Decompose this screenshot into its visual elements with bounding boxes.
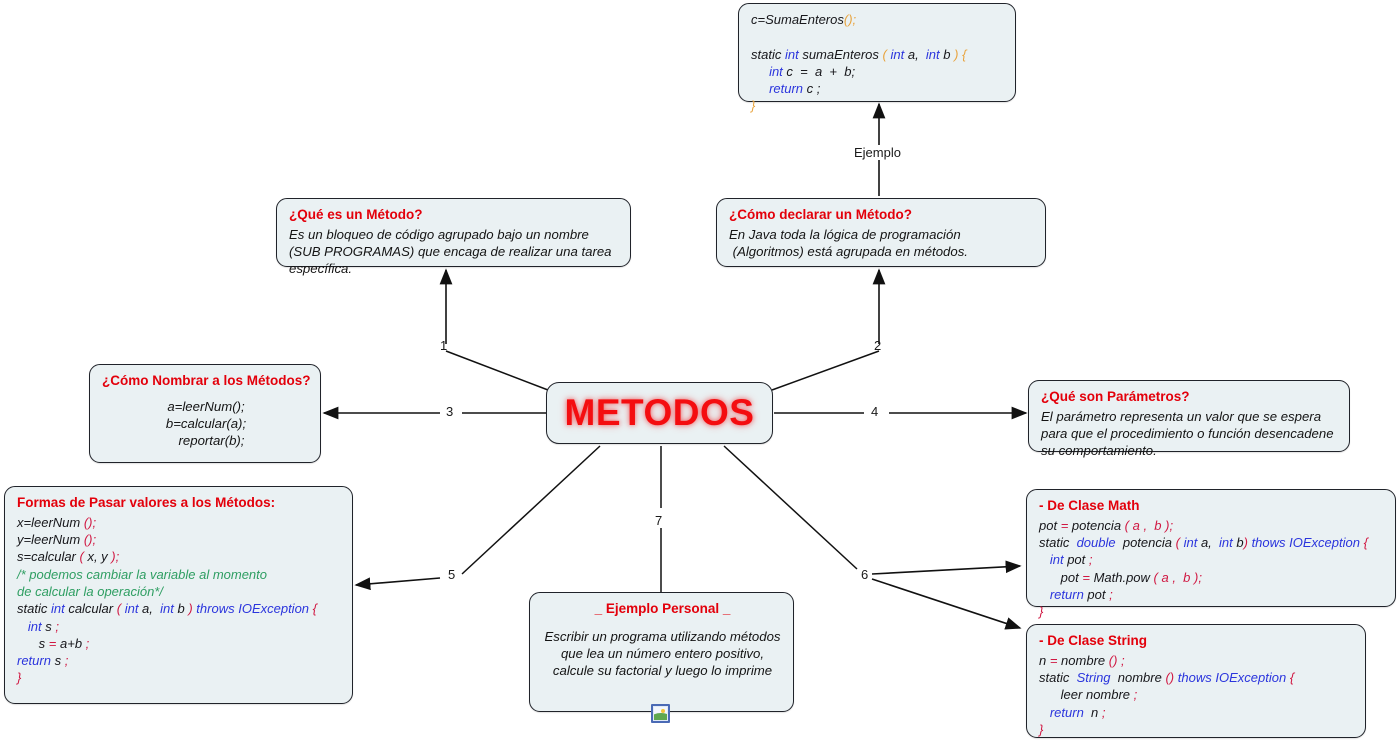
node-body: Es un bloqueo de código agrupado bajo un… xyxy=(289,226,612,277)
node-ejemplo-personal[interactable]: _ Ejemplo Personal _ Escribir un program… xyxy=(529,592,794,712)
node-title: ¿Qué son Parámetros? xyxy=(1041,389,1190,404)
edge-label-2: 2 xyxy=(874,338,882,353)
node-de-clase-math[interactable]: - De Clase Math pot = potencia ( a , b )… xyxy=(1026,489,1396,619)
connector-6-arrow-string xyxy=(871,578,1022,630)
node-body: Escribir un programa utilizando métodos … xyxy=(544,628,781,679)
connector-5-leg xyxy=(461,445,601,575)
code-block-string: n = nombre () ; static String nombre () … xyxy=(1039,652,1295,737)
node-body: a=leerNum(); b=calcular(a); reportar(b); xyxy=(165,398,247,449)
edge-label-6: 6 xyxy=(861,567,869,582)
image-icon-hill xyxy=(654,713,667,720)
node-body: En Java toda la lógica de programación (… xyxy=(729,226,968,259)
image-icon-sun xyxy=(661,709,665,713)
central-title: METODOS xyxy=(564,392,755,433)
code-block-formas: x=leerNum (); y=leerNum (); s=calcular (… xyxy=(17,514,318,686)
image-icon-background xyxy=(654,707,667,720)
edge-label-ejemplo: Ejemplo xyxy=(851,145,904,160)
node-title: ¿Cómo Nombrar a los Métodos? xyxy=(102,373,311,388)
connector-5-arrow xyxy=(354,577,441,591)
node-que-son-parametros[interactable]: ¿Qué son Parámetros? El parámetro repres… xyxy=(1028,380,1350,458)
node-como-nombrar-metodos[interactable]: ¿Cómo Nombrar a los Métodos? a=leerNum()… xyxy=(89,364,321,463)
broken-image-icon[interactable] xyxy=(651,704,670,723)
code-block-sumaenteros: c=SumaEnteros();c=SumaEnteros(); static … xyxy=(751,12,967,114)
node-title: - De Clase Math xyxy=(1039,498,1140,513)
node-title: _ Ejemplo Personal _ xyxy=(594,601,731,616)
connector-6-arrow-math xyxy=(871,560,1022,575)
node-body: El parámetro representa un valor que se … xyxy=(1041,408,1334,459)
node-como-declarar-un-metodo[interactable]: ¿Cómo declarar un Método? En Java toda l… xyxy=(716,198,1046,267)
connector-1-leg xyxy=(445,350,549,391)
connector-2-leg xyxy=(771,350,880,391)
node-title: Formas de Pasar valores a los Métodos: xyxy=(17,495,276,510)
connector-6-leg xyxy=(723,445,858,570)
node-de-clase-string[interactable]: - De Clase String n = nombre () ; static… xyxy=(1026,624,1366,738)
edge-label-5: 5 xyxy=(448,567,456,582)
code-block-math: pot = potencia ( a , b ); static double … xyxy=(1039,517,1368,620)
edge-label-7: 7 xyxy=(655,513,663,528)
node-title: - De Clase String xyxy=(1039,633,1148,648)
central-node-metodos[interactable]: METODOS xyxy=(546,382,773,444)
edge-label-3: 3 xyxy=(446,404,454,419)
node-title: ¿Qué es un Método? xyxy=(289,207,423,222)
node-formas-de-pasar-valores[interactable]: Formas de Pasar valores a los Métodos: x… xyxy=(4,486,353,704)
node-que-es-un-metodo[interactable]: ¿Qué es un Método? Es un bloqueo de códi… xyxy=(276,198,631,276)
node-ejemplo-code[interactable]: c=SumaEnteros();c=SumaEnteros(); static … xyxy=(738,3,1016,113)
node-title: ¿Cómo declarar un Método? xyxy=(729,207,913,222)
edge-label-1: 1 xyxy=(440,338,448,353)
edge-label-4: 4 xyxy=(871,404,879,419)
